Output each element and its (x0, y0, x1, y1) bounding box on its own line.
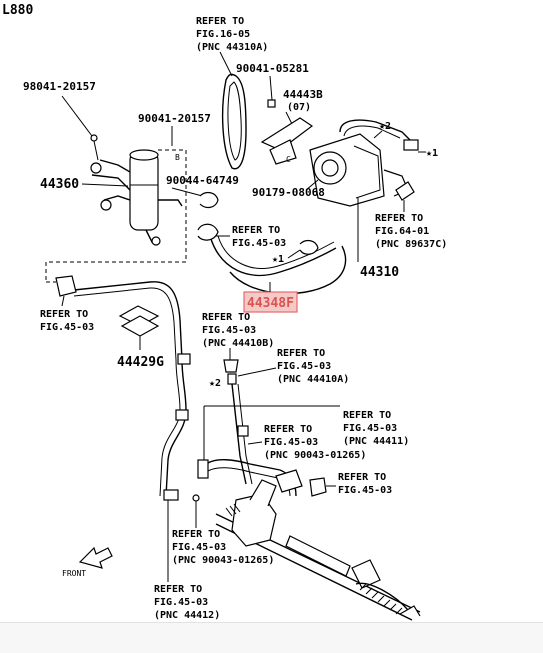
ref-fig-45-03-h-line1[interactable]: REFER TO (172, 529, 220, 540)
ref-fig-45-03-g-line1[interactable]: REFER TO (338, 472, 386, 483)
diagram-canvas: L880 98041-20157 90041-20157 B 44360 900… (2, 3, 447, 621)
front-arrow-icon (78, 546, 113, 569)
ref-fig-45-03-g-line2[interactable]: FIG.45-03 (338, 485, 392, 496)
ref-fig-45-03-h-line2[interactable]: FIG.45-03 (172, 542, 226, 553)
ref-fig-45-03-h-line3[interactable]: (PNC 90043-01265) (172, 555, 274, 566)
ref-fig-16-05-line3[interactable]: (PNC 44310A) (196, 42, 268, 53)
reservoir-tank[interactable] (90, 149, 183, 246)
part-number-44429g[interactable]: 44429G (117, 355, 164, 370)
front-label: FRONT (62, 569, 86, 578)
ref-fig-45-03-d-line1[interactable]: REFER TO (277, 348, 325, 359)
ref-fig-45-03-c-line3[interactable]: (PNC 44410B) (202, 338, 274, 349)
ref-fig-16-05-line1[interactable]: REFER TO (196, 16, 244, 27)
power-steering-pump[interactable] (309, 119, 419, 207)
part-qualifier-07: (07) (287, 102, 311, 113)
star-1: ★1 (426, 148, 438, 159)
ref-fig-45-03-i-line3[interactable]: (PNC 44412) (154, 610, 220, 621)
part-number-90044-64749[interactable]: 90044-64749 (166, 174, 239, 187)
ref-fig-45-03-d-line2[interactable]: FIG.45-03 (277, 361, 331, 372)
ref-fig-45-03-c-line1[interactable]: REFER TO (202, 312, 250, 323)
part-number-44310[interactable]: 44310 (360, 265, 399, 280)
ref-fig-45-03-e-line1[interactable]: REFER TO (343, 410, 391, 421)
part-number-90041-20157[interactable]: 90041-20157 (138, 112, 211, 125)
pressure-switch[interactable] (395, 181, 415, 201)
ref-fig-64-01-line3[interactable]: (PNC 89637C) (375, 239, 447, 250)
footer-bar (0, 622, 543, 653)
ref-fig-45-03-i-line2[interactable]: FIG.45-03 (154, 597, 208, 608)
ref-fig-45-03-d-line3[interactable]: (PNC 44410A) (277, 374, 349, 385)
ref-fig-45-03-c-line2[interactable]: FIG.45-03 (202, 325, 256, 336)
part-number-44360[interactable]: 44360 (40, 177, 79, 192)
ref-fig-45-03-a-line2[interactable]: FIG.45-03 (232, 238, 286, 249)
star-2: ★2 (379, 121, 391, 132)
union-fitting[interactable] (223, 359, 239, 385)
ref-fig-45-03-f-line2[interactable]: FIG.45-03 (264, 437, 318, 448)
hose-clamp-upper[interactable] (197, 223, 319, 255)
star-2b: ★2 (209, 378, 221, 389)
part-number-98041-20157[interactable]: 98041-20157 (23, 80, 96, 93)
ref-fig-45-03-i-line1[interactable]: REFER TO (154, 584, 202, 595)
drive-belt[interactable] (221, 73, 247, 170)
steering-rack[interactable] (215, 479, 421, 621)
tube-clamp-44429g[interactable] (118, 305, 160, 337)
feed-tubes[interactable] (197, 459, 303, 497)
hose-clamp-left[interactable] (55, 275, 191, 501)
ref-fig-45-03-b-line2[interactable]: FIG.45-03 (40, 322, 94, 333)
hose-clamp-90044[interactable] (199, 191, 219, 209)
ref-fig-64-01-line2[interactable]: FIG.64-01 (375, 226, 429, 237)
bolt-90041[interactable] (267, 99, 276, 108)
part-number-44443b[interactable]: 44443B (283, 88, 323, 101)
part-number-44348f[interactable]: 44348F (247, 296, 294, 311)
ref-fig-45-03-f-line1[interactable]: REFER TO (264, 424, 312, 435)
star-1b: ★1 (272, 254, 284, 265)
ref-fig-45-03-b-line1[interactable]: REFER TO (40, 309, 88, 320)
clamp-right[interactable] (309, 477, 327, 497)
part-number-90179-08068[interactable]: 90179-08068 (252, 186, 325, 199)
index-c: C (286, 155, 291, 164)
ref-fig-16-05-line2[interactable]: FIG.16-05 (196, 29, 250, 40)
ref-fig-45-03-f-line3[interactable]: (PNC 90043-01265) (264, 450, 366, 461)
ref-fig-45-03-a-line1[interactable]: REFER TO (232, 225, 280, 236)
pump-bracket[interactable] (260, 117, 314, 165)
figure-code: L880 (2, 3, 33, 18)
ref-fig-45-03-e-line3[interactable]: (PNC 44411) (343, 436, 409, 447)
ref-fig-64-01-line1[interactable]: REFER TO (375, 213, 423, 224)
ref-fig-45-03-e-line2[interactable]: FIG.45-03 (343, 423, 397, 434)
index-b: B (175, 153, 180, 162)
part-number-90041-05281[interactable]: 90041-05281 (236, 62, 309, 75)
